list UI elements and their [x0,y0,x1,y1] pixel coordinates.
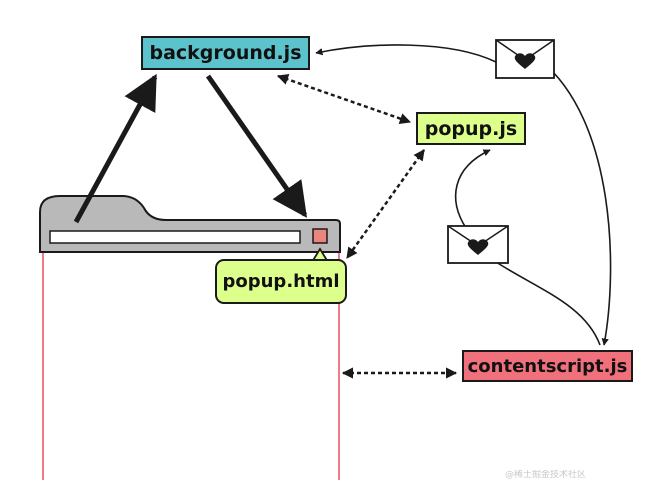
message-to-contentscript-curve [539,59,612,346]
background-popupjs-dashed-arrow [276,74,412,124]
background-js-node: background.js [141,36,310,70]
browser-to-background-arrow [73,73,158,224]
message-to-popupjs-curve [454,149,491,229]
popup-html-node: popup.html [215,259,347,304]
envelope-heart-icon [447,225,509,264]
extension-button [312,228,328,244]
popup-js-node: popup.js [416,112,526,145]
popupjs-popuphtml-dashed-arrow [345,149,426,259]
browser-window [39,195,341,480]
message-to-background-curve [315,44,497,63]
envelope-to-contentscript-curve [495,261,601,346]
contentscript-js-node: contentscript.js [462,350,633,382]
address-bar [49,230,301,244]
background-to-extension-button-arrow [205,74,308,218]
watermark-text: @稀土掘金技术社区 [505,470,587,480]
envelope-heart-icon [495,39,555,79]
